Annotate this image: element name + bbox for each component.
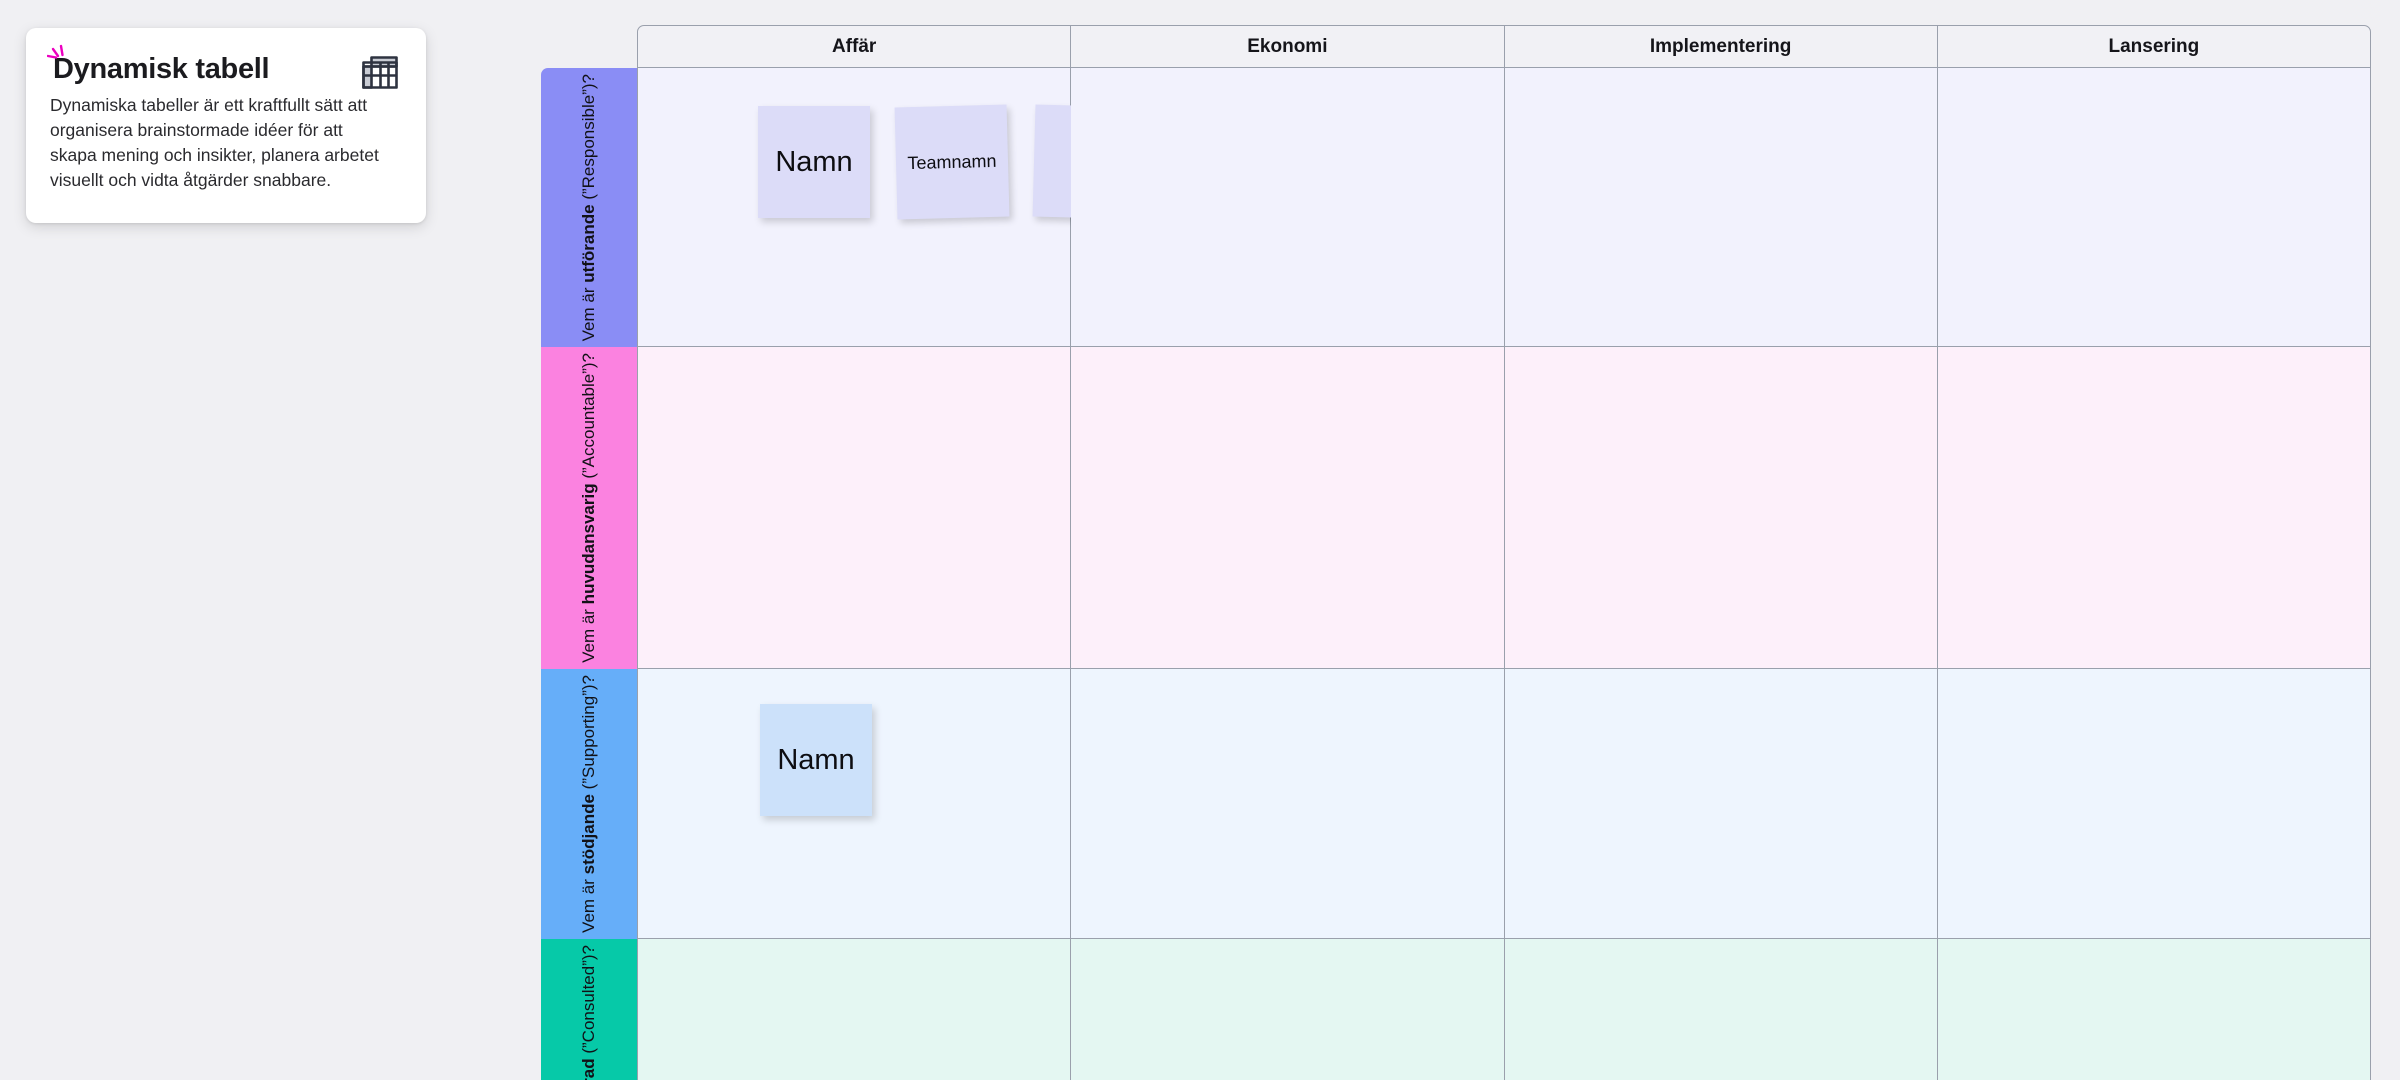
column-header[interactable]: Implementering	[1505, 26, 1938, 67]
table-cell[interactable]	[1071, 939, 1505, 1080]
table-grid-icon	[362, 56, 398, 89]
row-header-label: Vem är huvudansvarig (”Accountable”)?	[578, 353, 598, 664]
table-cell[interactable]	[1071, 68, 1505, 347]
row-header[interactable]: Vem är konsulterad (”Consulted”)?	[541, 939, 637, 1080]
table-cell[interactable]: Namn	[638, 669, 1072, 939]
table-row: Vem är konsulterad (”Consulted”)?	[541, 939, 2371, 1080]
dynamic-table-info-card[interactable]: Dynamisk tabell Dynamiska tabeller är et…	[26, 28, 426, 224]
card-title-wrap: Dynamisk tabell	[47, 44, 300, 85]
column-header[interactable]: Ekonomi	[1071, 26, 1505, 67]
table-cell[interactable]	[1937, 669, 2370, 939]
row-header[interactable]: Vem är huvudansvarig (”Accountable”)?	[541, 347, 637, 670]
row-header-label: Vem är utförande (”Responsible”)?	[578, 74, 598, 342]
table-cell[interactable]	[1071, 347, 1505, 669]
table-cell[interactable]	[1071, 669, 1505, 939]
table-cell[interactable]	[1937, 68, 2370, 347]
table-cell[interactable]	[1504, 669, 1938, 939]
row-header-label: Vem är stödjande (”Supporting”)?	[578, 675, 598, 934]
sticky-note[interactable]: Namn	[760, 704, 872, 817]
sticky-note-text: Namn	[775, 145, 853, 178]
sticky-note[interactable]: Namn	[758, 106, 870, 218]
sticky-note-text: Teamnamn	[907, 150, 997, 173]
table-row: Vem är utförande (”Responsible”)? Namn Tea…	[541, 68, 2371, 348]
row-header[interactable]: Vem är stödjande (”Supporting”)?	[541, 669, 637, 940]
table-cell[interactable]	[638, 347, 1072, 669]
row-header-label: Vem är konsulterad (”Consulted”)?	[578, 945, 598, 1080]
sticky-note-text: Namn	[777, 743, 855, 776]
table-cell[interactable]: Namn Teamnamn	[638, 68, 1148, 347]
card-header: Dynamisk tabell	[47, 44, 398, 90]
column-header[interactable]: Lansering	[2108, 35, 2200, 57]
table-cell[interactable]	[1504, 347, 1938, 669]
table-cell[interactable]	[1937, 347, 2370, 669]
column-header[interactable]: Affär	[638, 26, 1072, 67]
sticky-note[interactable]: Teamnamn	[894, 104, 1010, 220]
table-cell[interactable]	[1504, 68, 1938, 347]
table-row: Vem är huvudansvarig (”Accountable”)?	[541, 347, 2371, 670]
table-cell[interactable]	[1937, 939, 2370, 1080]
table-body: Vem är utförande (”Responsible”)? Namn Tea…	[541, 68, 2371, 1080]
page-title: Dynamisk tabell	[53, 53, 270, 85]
table-cell[interactable]	[1504, 939, 1938, 1080]
card-description: Dynamiska tabeller är ett kraftfullt sät…	[50, 95, 379, 191]
sparkle-icon	[47, 44, 64, 59]
row-header[interactable]: Vem är utförande (”Responsible”)?	[541, 68, 637, 348]
table-cell[interactable]	[638, 939, 1072, 1080]
table-row: Vem är stödjande (”Supporting”)? Namn	[541, 669, 2371, 940]
